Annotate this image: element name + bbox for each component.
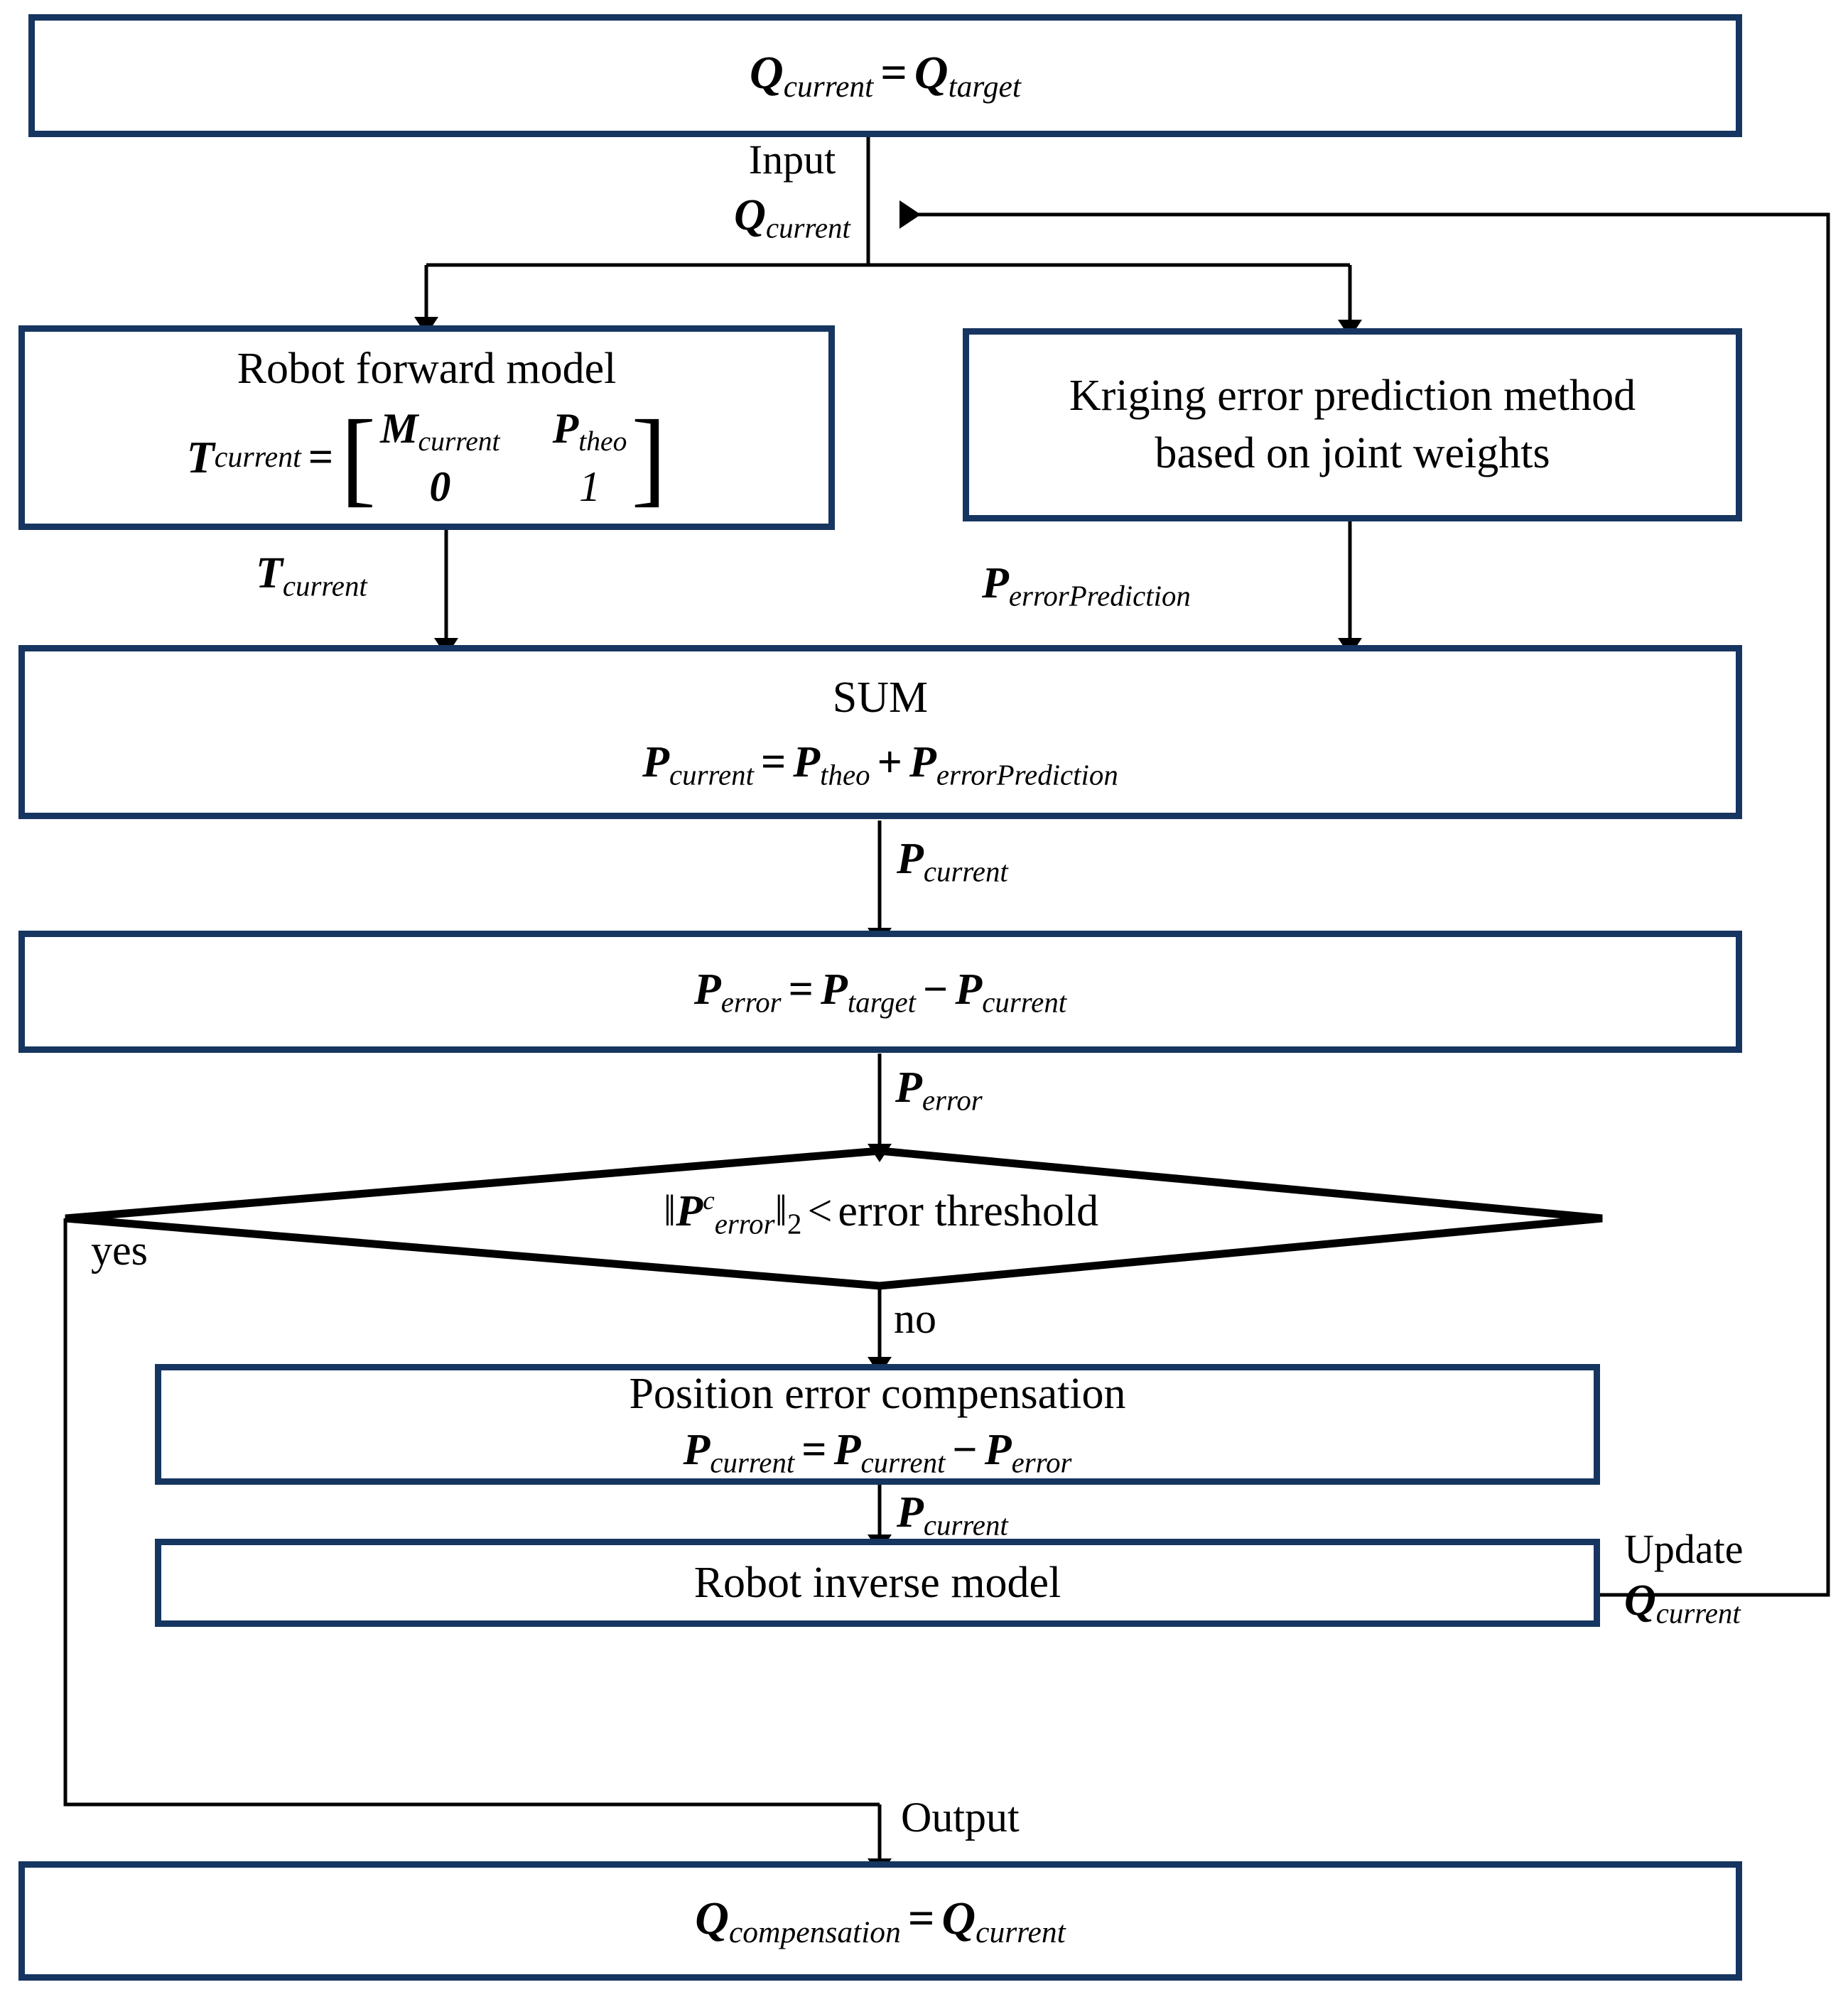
edge-label-p-current-to-inverse: Pcurrent xyxy=(897,1488,1008,1542)
start-box: Qcurrent=Qtarget xyxy=(28,14,1742,137)
decision-no-label: no xyxy=(894,1295,936,1342)
compensation-formula: Pcurrent=Pcurrent−Perror xyxy=(683,1426,1072,1479)
error-calc-box: Perror=Ptarget−Pcurrent xyxy=(18,931,1742,1053)
sum-formula: Pcurrent=Ptheo+PerrorPrediction xyxy=(642,737,1118,791)
compensation-title: Position error compensation xyxy=(629,1370,1126,1419)
kriging-box: Kriging error prediction method based on… xyxy=(963,328,1742,521)
matrix-cell-11: Mcurrent xyxy=(380,405,500,458)
decision-threshold-text: error threshold xyxy=(838,1187,1099,1236)
decision-yes-label: yes xyxy=(91,1227,148,1274)
error-threshold-decision-label: ‖Pcerror‖2<error threshold xyxy=(663,1186,1099,1240)
decision-relation: < xyxy=(807,1187,833,1236)
kriging-line-2: based on joint weights xyxy=(1155,429,1550,477)
sum-title: SUM xyxy=(832,673,929,722)
error-calc-formula: Perror=Ptarget−Pcurrent xyxy=(693,965,1067,1019)
edge-label-input: Input Qcurrent xyxy=(718,139,867,243)
kriging-line-1: Kriging error prediction method xyxy=(1069,372,1636,420)
matrix-cell-12: Ptheo xyxy=(552,405,627,458)
output-formula: Qcompensation=Qcurrent xyxy=(695,1892,1066,1950)
position-error-compensation-box: Position error compensation Pcurrent=Pcu… xyxy=(155,1364,1600,1485)
start-lhs-sub: current xyxy=(783,70,874,104)
start-formula: Qcurrent=Qtarget xyxy=(750,47,1021,104)
edge-label-update: Update Qcurrent xyxy=(1624,1529,1744,1628)
robot-inverse-model-box: Robot inverse model xyxy=(155,1539,1600,1627)
matrix-cell-21: 0 xyxy=(429,462,451,510)
matrix-left-bracket: [ xyxy=(340,399,377,517)
input-word: Input xyxy=(748,136,836,183)
edge-label-p-error-to-decision: Perror xyxy=(895,1063,983,1117)
edge-label-output: Output xyxy=(901,1794,1020,1841)
sum-box: SUM Pcurrent=Ptheo+PerrorPrediction xyxy=(18,645,1742,819)
update-word: Update xyxy=(1624,1526,1744,1572)
robot-forward-model-title: Robot forward model xyxy=(237,345,617,394)
edge-label-t-current: Tcurrent xyxy=(256,549,367,602)
start-rhs-sub: target xyxy=(948,70,1021,104)
norm-open-bar: ‖ xyxy=(663,1187,676,1236)
input-variable: Qcurrent xyxy=(734,191,850,244)
matrix-right-bracket: ] xyxy=(631,399,667,517)
output-box: Qcompensation=Qcurrent xyxy=(18,1861,1742,1981)
matrix-cell-22: 1 xyxy=(578,462,600,510)
edge-label-p-error-prediction: PerrorPrediction xyxy=(982,559,1191,612)
start-equals: = xyxy=(880,47,907,99)
update-variable: Qcurrent xyxy=(1624,1576,1741,1630)
robot-inverse-model-title: Robot inverse model xyxy=(693,1558,1061,1607)
edge-label-p-current-to-error: Pcurrent xyxy=(897,835,1008,888)
